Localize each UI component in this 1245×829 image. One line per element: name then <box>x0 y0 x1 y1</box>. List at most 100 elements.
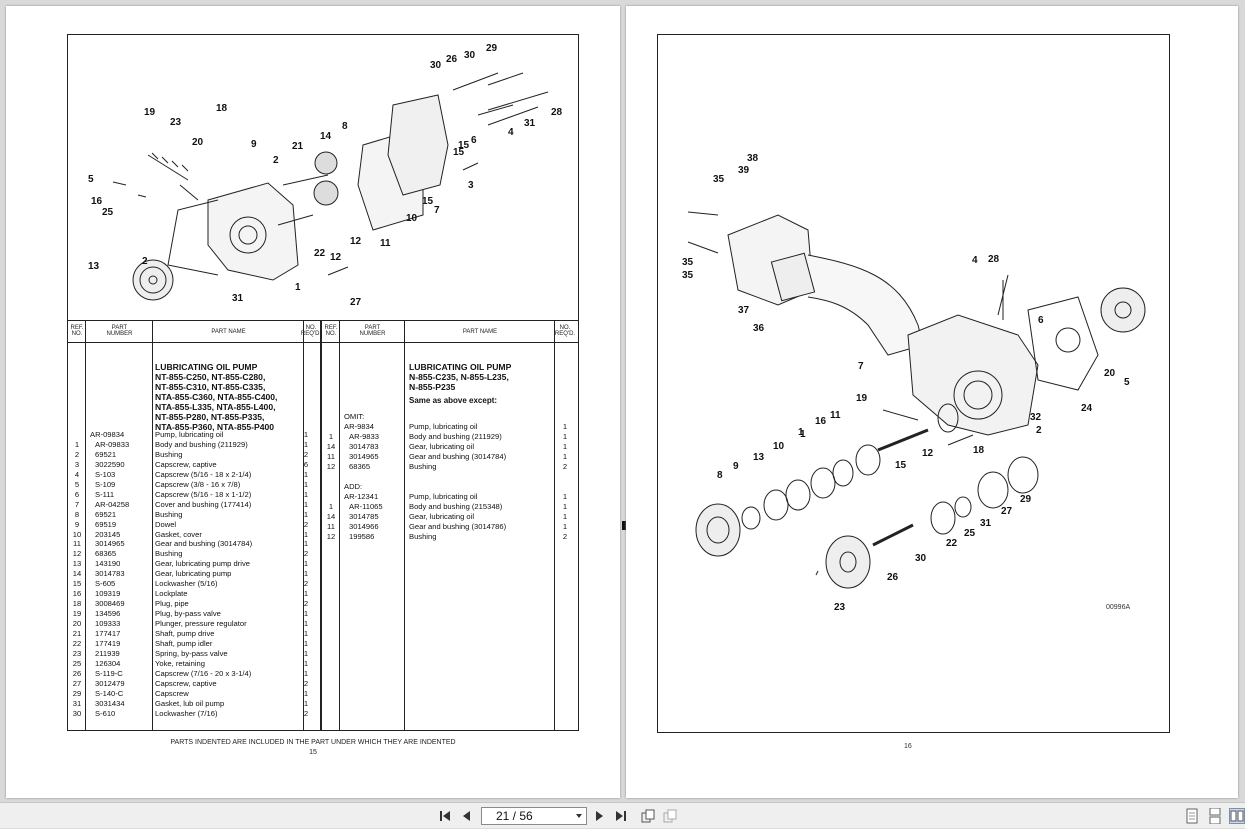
callout-label: 25 <box>964 528 976 539</box>
callout-label: 28 <box>988 254 1000 265</box>
callout-label: 16 <box>815 416 827 427</box>
table-cell-qty: 1 <box>303 499 309 509</box>
chevron-down-icon[interactable] <box>576 814 582 818</box>
table-cell-part-name: Capscrew, captive <box>155 459 217 469</box>
facing-pages-icon[interactable] <box>1229 808 1245 824</box>
table-cell-ref: 29 <box>72 688 82 698</box>
table-cell-qty: 1 <box>303 589 309 599</box>
table-cell-part-name: Bushing <box>155 509 183 519</box>
table-cell-part-name: Gear and bushing (3014784) <box>155 539 253 549</box>
next-page-icon[interactable] <box>591 808 607 824</box>
table-cell-part-name: Gear, lubricating pump drive <box>155 559 250 569</box>
table-cell-ref <box>323 492 339 502</box>
table-cell-part-number: S-103 <box>95 469 116 479</box>
table-cell-qty: 2 <box>303 579 309 589</box>
table-cell-qty: 1 <box>303 619 309 629</box>
table-cell-qty: 1 <box>303 609 309 619</box>
table-cell-part-name: Dowel <box>155 519 177 529</box>
table-cell-ref: 7 <box>74 499 80 509</box>
callout-label: 10 <box>406 213 418 224</box>
table-cell-ref: 1 <box>328 501 334 511</box>
table-cell-part-name: Shaft, pump idler <box>155 638 213 648</box>
last-page-icon[interactable] <box>613 808 629 824</box>
table-cell-part-number: 109319 <box>95 589 121 599</box>
table-cell-ref: 6 <box>74 489 80 499</box>
table-cell-part-name: Gear, lubricating oil <box>409 441 475 451</box>
table-cell-qty: 6 <box>303 459 309 469</box>
table-cell-ref: 22 <box>72 638 82 648</box>
table-cell-part-name: Capscrew <box>155 688 189 698</box>
table-cell-part-name: Gasket, lub oil pump <box>155 698 225 708</box>
page-splitter[interactable] <box>622 521 628 530</box>
table-cell-part-name: Lockwasher (5/16) <box>155 579 218 589</box>
table-cell-part-number: AR-09834 <box>90 430 125 439</box>
table-cell-ref: 2 <box>74 449 80 459</box>
callout-label: 11 <box>830 410 841 421</box>
callout-label: 8 <box>717 470 723 481</box>
callout-label: 5 <box>1124 377 1130 388</box>
table-cell-qty: 1 <box>303 430 309 439</box>
table-cell-ref: 9 <box>74 519 80 529</box>
table-cell-part-number: 134596 <box>95 609 121 619</box>
first-page-icon[interactable] <box>437 808 453 824</box>
table-cell-qty: 1 <box>303 698 309 708</box>
table-cell-part-number: AR-12341 <box>344 492 379 501</box>
table-cell-part-name: Capscrew, captive <box>155 678 217 688</box>
table-cell-part-name: Body and bushing (211929) <box>155 439 248 449</box>
table-cell-part-name: Bushing <box>409 461 437 471</box>
table-cell-part-number: S-111 <box>95 489 115 499</box>
table-cell-part-number: S-119-C <box>95 668 123 678</box>
table-cell-qty: 2 <box>303 599 309 609</box>
table-cell-qty: 1 <box>562 511 568 521</box>
table-cell-part-name: Bushing <box>409 531 437 541</box>
table-cell-qty: 1 <box>303 489 309 499</box>
table-cell-part-name: Yoke, retaining <box>155 658 205 668</box>
table-cell-part-number: 3014783 <box>349 441 379 451</box>
table-cell-part-number: 126304 <box>95 658 121 668</box>
table-cell-qty: 1 <box>303 629 309 638</box>
table-cell-part-number: 69519 <box>95 519 117 529</box>
table-cell-qty: 2 <box>303 549 309 559</box>
continuous-page-icon[interactable] <box>1207 807 1223 825</box>
callout-label: 1 <box>295 282 301 293</box>
callout-label: 36 <box>753 323 765 334</box>
table-cell-ref: 31 <box>72 698 82 708</box>
table-cell-part-number: S-140-C <box>95 688 124 698</box>
figure-id: 00996A <box>1106 604 1131 611</box>
callout-label: 2 <box>142 256 148 267</box>
callout-label: 35 <box>682 257 694 268</box>
table-cell-ref: 3 <box>74 459 80 469</box>
rotate-icon[interactable] <box>640 808 656 824</box>
prev-page-icon[interactable] <box>459 808 475 824</box>
callout-label: 23 <box>834 602 846 613</box>
callout-label: 25 <box>102 207 114 218</box>
callout-label: 9 <box>733 461 739 472</box>
callout-label: 31 <box>524 118 536 129</box>
callout-label: 13 <box>88 261 100 272</box>
table-cell-ref: 11 <box>327 451 335 461</box>
callout-label: 10 <box>773 441 785 452</box>
table-cell-qty: 1 <box>562 492 568 501</box>
table-cell-ref: 26 <box>72 668 82 678</box>
callout-label: 21 <box>292 141 304 152</box>
callout-label: 27 <box>1001 506 1013 517</box>
single-page-icon[interactable] <box>1184 808 1200 824</box>
page-number-right: 16 <box>904 743 912 750</box>
table-cell-part-name: Capscrew (5/16 - 18 x 1-1/2) <box>155 489 252 499</box>
header-part-name: PART NAME <box>211 329 246 335</box>
table-cell-part-number: 3014783 <box>95 569 125 579</box>
header-ref-no: REF. NO. <box>70 325 84 337</box>
callout-label: 35 <box>713 174 725 185</box>
callout-label: 1 <box>800 429 806 440</box>
table-cell-ref: 30 <box>72 708 82 718</box>
callout-label: 20 <box>1104 368 1116 379</box>
page-number-input[interactable]: 21 / 56 <box>481 807 587 825</box>
table-cell-part-number: AR-04258 <box>95 499 130 509</box>
table-cell-ref: 20 <box>72 619 82 629</box>
two-page-icon[interactable] <box>662 808 678 824</box>
table-cell-qty: 1 <box>303 668 309 678</box>
callout-label: 30 <box>464 50 476 61</box>
callout-label: 15 <box>458 140 470 151</box>
